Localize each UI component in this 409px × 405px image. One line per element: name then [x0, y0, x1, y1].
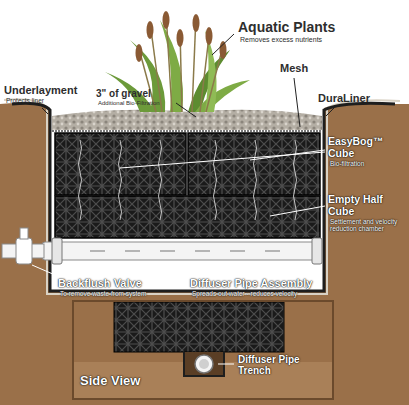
- part-note: To remove waste from system: [60, 290, 168, 297]
- leader-lines: [32, 150, 325, 278]
- part-label: Underlayment: [4, 84, 90, 96]
- pipe-holes: [90, 250, 280, 252]
- water-flow: [79, 140, 297, 220]
- valve-body: [16, 238, 32, 264]
- part-label: 3" of gravel: [96, 88, 180, 99]
- part-label: Backflush Valve: [58, 277, 168, 289]
- half-cube: [55, 196, 320, 238]
- part-note: Protects liner: [6, 97, 90, 104]
- inset-title: Side View: [80, 374, 170, 388]
- part-label: Diffuser Pipe Assembly: [190, 277, 330, 289]
- valve-handle: [20, 228, 28, 239]
- leader-lines: [42, 34, 334, 127]
- soil: [0, 103, 409, 405]
- part-note: Removes excess nutrients: [240, 36, 368, 44]
- mesh: [52, 130, 322, 132]
- part-note: Spreads out water - reduces velocity: [192, 290, 330, 297]
- side-view-inset: Side View Diffuser Pipe Trench: [72, 300, 334, 400]
- part-label: Empty Half Cube: [328, 194, 406, 217]
- part-note: Bio-filtration: [330, 160, 406, 167]
- part-note: Settlement and velocity reduction chambe…: [330, 218, 406, 232]
- gravel: [52, 110, 322, 130]
- part-label: Mesh: [280, 62, 320, 74]
- pipe-fitting: [312, 238, 322, 264]
- part-label: Aquatic Plants: [238, 20, 368, 35]
- part-label: Diffuser Pipe Trench: [238, 354, 328, 376]
- part-label: DuraLiner: [318, 92, 404, 104]
- diffuser-pipe: [42, 242, 320, 260]
- part-label: EasyBog™ Cube: [328, 136, 406, 159]
- pipe-fitting: [52, 238, 62, 264]
- part-note: Additional Bio-Filtration: [98, 100, 180, 107]
